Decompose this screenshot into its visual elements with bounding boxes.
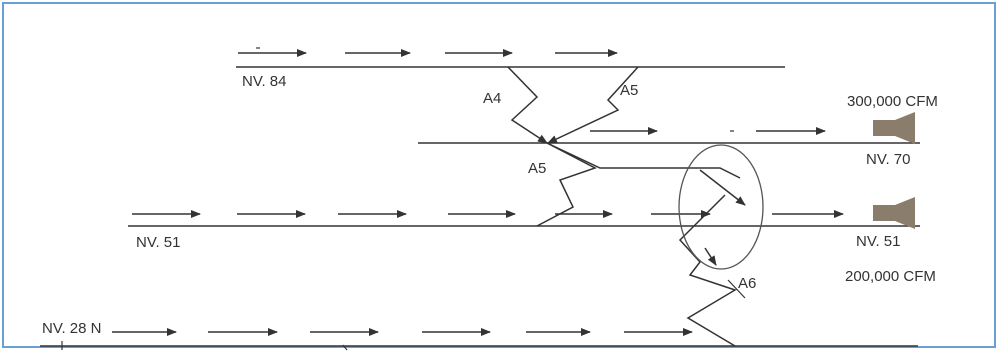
level-label-nv51-right: NV. 51 [856,233,901,250]
connection-label-a5-lower: A5 [528,160,547,177]
fan-icon-nv70 [873,112,915,144]
level-label-nv84: NV. 84 [242,73,287,90]
connection-a5-lower-arrow [699,169,746,206]
connection-a5-upper-path [547,66,639,144]
connection-a5-lower-zigzag [536,142,597,227]
connection-a5-lower-path [546,142,741,179]
connection-label-a4: A4 [483,90,502,107]
connection-a6-arrow [704,247,717,266]
fan-icon-nv51 [873,197,915,229]
connection-a6-path [678,194,737,347]
level-label-nv51-left: NV. 51 [136,234,181,251]
highlight-ellipse [678,144,764,270]
level-label-nv70: NV. 70 [866,151,911,168]
connection-a4-path [507,66,548,144]
connection-label-a6: A6 [738,275,757,292]
fan-flow-label-lower: 200,000 CFM [845,268,936,285]
level-label-nv28: NV. 28 N [42,320,102,337]
connection-label-a5-upper: A5 [620,82,639,99]
tick-mark [342,344,348,351]
fan-flow-label-upper: 300,000 CFM [847,93,938,110]
connection-a6-leader [727,279,746,299]
diagram-frame [2,2,996,348]
